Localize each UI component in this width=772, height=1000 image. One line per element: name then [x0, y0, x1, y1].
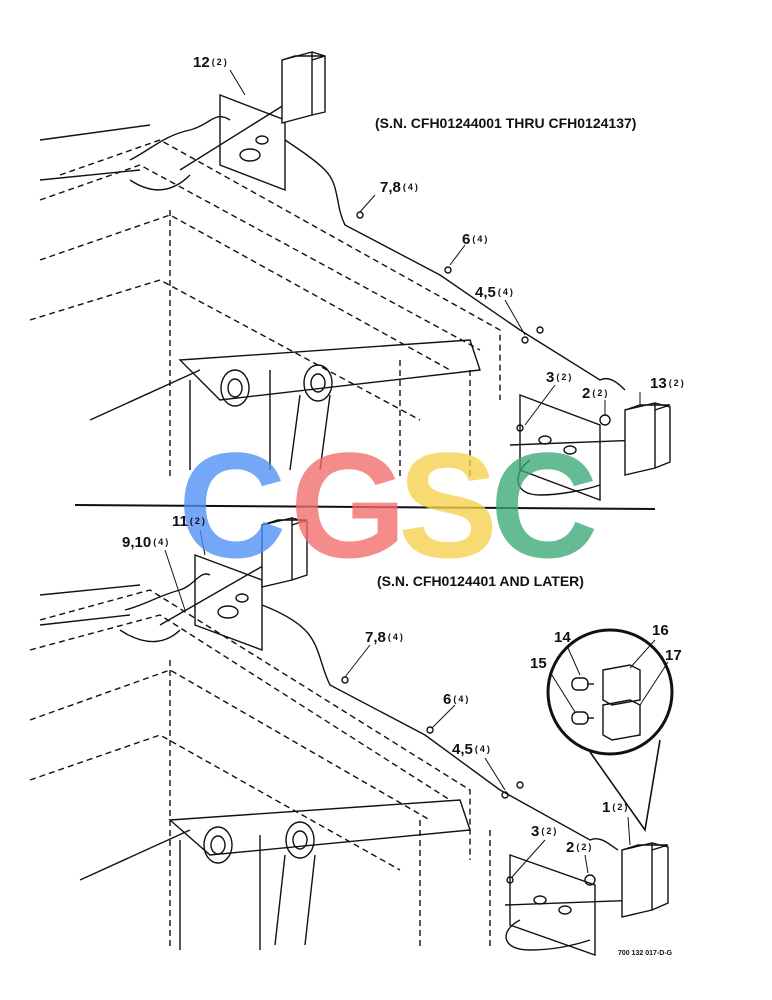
callout-bottom-9-10: 9,10(4)	[122, 534, 171, 551]
callout-top-4-5: 4,5(4)	[475, 284, 515, 301]
watermark-letter-s: S	[398, 421, 499, 589]
bottom-serial-note: (S.N. CFH0124401 AND LATER)	[377, 573, 584, 589]
top-left-lamp-bracket	[179, 93, 301, 192]
detail-inset-lenses	[602, 664, 641, 741]
top-right-lamp-housing	[624, 402, 671, 476]
top-right-lamp-bracket	[509, 393, 641, 502]
detail-inset-circle	[546, 628, 674, 833]
top-pivot-bushings	[220, 364, 333, 471]
bottom-frame-outline	[29, 584, 491, 950]
callout-bottom-11: 11(2)	[172, 513, 207, 530]
bottom-right-lamp-housing	[621, 842, 669, 918]
callout-top-2: 2(2)	[582, 385, 610, 402]
callout-top-13: 13(2)	[650, 375, 686, 392]
callout-detail-17: 17	[665, 647, 682, 664]
callout-detail-15: 15	[530, 655, 547, 672]
bottom-left-lamp-housing	[261, 517, 308, 588]
section-divider	[74, 504, 656, 510]
callout-detail-14: 14	[554, 629, 571, 646]
detail-inset-bulbs	[571, 677, 594, 725]
leader-lines	[164, 69, 669, 878]
callout-bottom-7-8: 7,8(4)	[365, 629, 405, 646]
callout-bottom-6: 6(4)	[443, 691, 471, 708]
callout-top-7-8: 7,8(4)	[380, 179, 420, 196]
top-frame-outline	[29, 124, 501, 480]
bottom-wire-harness	[119, 573, 619, 851]
callout-bottom-3: 3(2)	[531, 823, 559, 840]
bottom-right-lamp-bracket	[504, 854, 641, 956]
top-wire-harness	[129, 115, 626, 391]
callout-top-12: 12(2)	[193, 54, 229, 71]
callout-bottom-2: 2(2)	[566, 839, 594, 856]
bottom-hardware-bolts	[341, 676, 596, 886]
bottom-pivot-bushings	[203, 821, 316, 946]
drawing-number: 700 132 017-D-G	[618, 950, 673, 957]
watermark-letter-c1: C	[178, 421, 287, 589]
watermark-letter-g: G	[290, 421, 407, 589]
callout-detail-16: 16	[652, 622, 669, 639]
callout-top-3: 3(2)	[546, 369, 574, 386]
callout-bottom-1: 1(2)	[602, 799, 630, 816]
top-left-lamp-housing	[281, 51, 326, 124]
callout-bottom-4-5: 4,5(4)	[452, 741, 492, 758]
watermark-letter-c2: C	[490, 421, 599, 589]
top-serial-note: (S.N. CFH01244001 THRU CFH0124137)	[375, 115, 637, 131]
callout-top-6: 6(4)	[462, 231, 490, 248]
